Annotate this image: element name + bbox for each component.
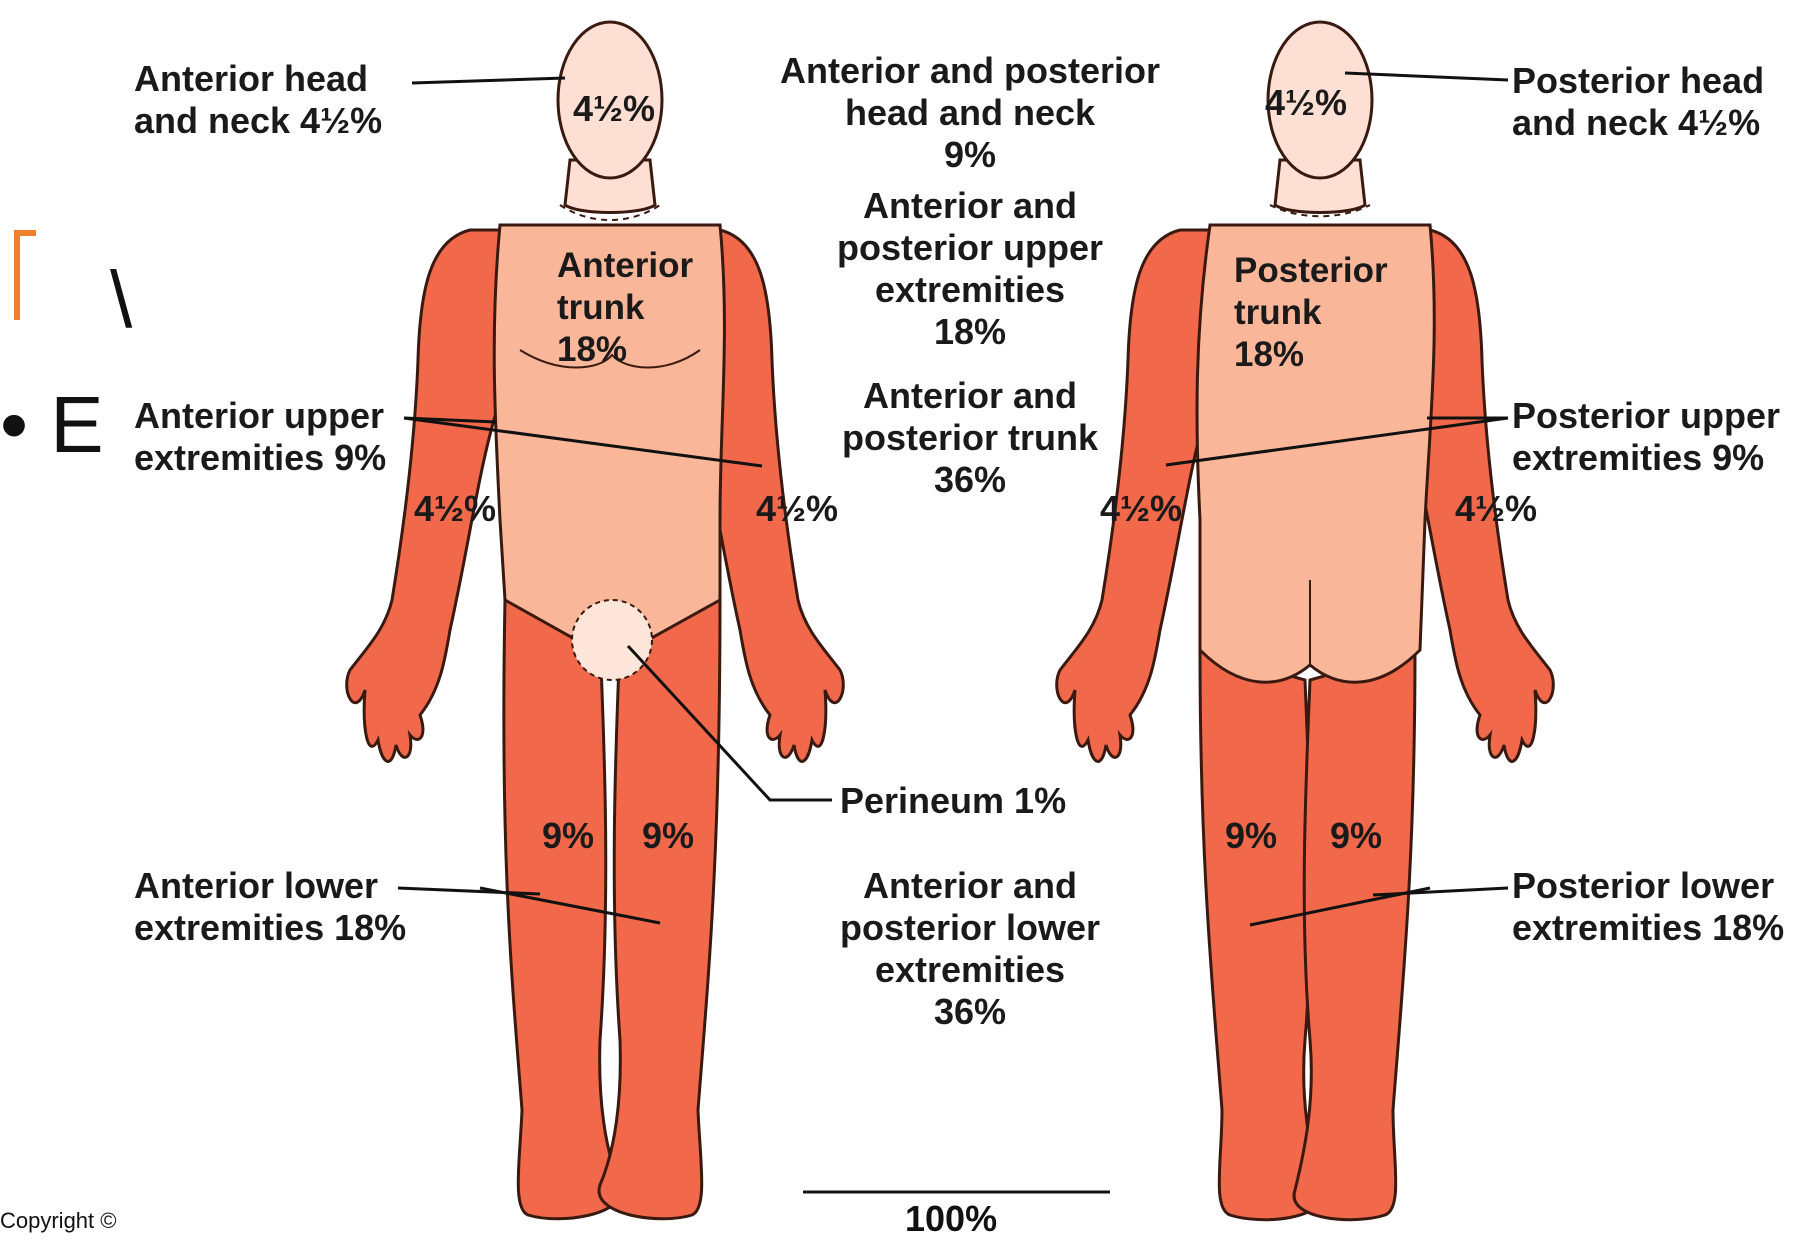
label-anterior-upper: Anterior upper extremities 9% — [134, 395, 386, 479]
region-leg-front-left: 9% — [542, 815, 594, 857]
label-perineum: Perineum 1% — [840, 780, 1066, 822]
back-right-leg — [1294, 650, 1415, 1220]
label-anterior-lower: Anterior lower extremities 18% — [134, 865, 406, 949]
front-figure — [347, 22, 844, 1219]
region-arm-front-left: 4½% — [414, 488, 496, 530]
front-perineum — [572, 600, 652, 680]
back-left-leg — [1200, 650, 1321, 1220]
label-total: 100% — [905, 1198, 997, 1240]
label-ap-head-neck: Anterior and posterior head and neck 9% — [750, 50, 1190, 176]
front-right-leg — [599, 600, 720, 1219]
label-anterior-head: Anterior head and neck 4½% — [134, 58, 382, 142]
slide-title-marker — [14, 230, 20, 320]
slide-bullet-fragment: • E — [0, 380, 104, 470]
label-posterior-head: Posterior head and neck 4½% — [1512, 60, 1764, 144]
region-head-front: 4½% — [573, 88, 655, 130]
slide-title-fragment: \ — [110, 255, 132, 345]
label-ap-trunk: Anterior and posterior trunk 36% — [810, 375, 1130, 501]
label-posterior-lower: Posterior lower extremities 18% — [1512, 865, 1784, 949]
region-leg-back-left: 9% — [1225, 815, 1277, 857]
label-ap-lower: Anterior and posterior lower extremities… — [810, 865, 1130, 1033]
region-leg-back-right: 9% — [1330, 815, 1382, 857]
label-posterior-upper: Posterior upper extremities 9% — [1512, 395, 1780, 479]
region-posterior-trunk: Posterior trunk 18% — [1234, 250, 1388, 376]
region-head-back: 4½% — [1265, 82, 1347, 124]
region-arm-back-right: 4½% — [1455, 488, 1537, 530]
copyright-text: Copyright © — [0, 1208, 116, 1234]
region-arm-front-right: 4½% — [756, 488, 838, 530]
label-ap-upper-extremities: Anterior and posterior upper extremities… — [800, 185, 1140, 353]
region-leg-front-right: 9% — [642, 815, 694, 857]
front-left-leg — [504, 600, 621, 1219]
region-anterior-trunk: Anterior trunk 18% — [557, 245, 693, 371]
region-arm-back-left: 4½% — [1100, 488, 1182, 530]
